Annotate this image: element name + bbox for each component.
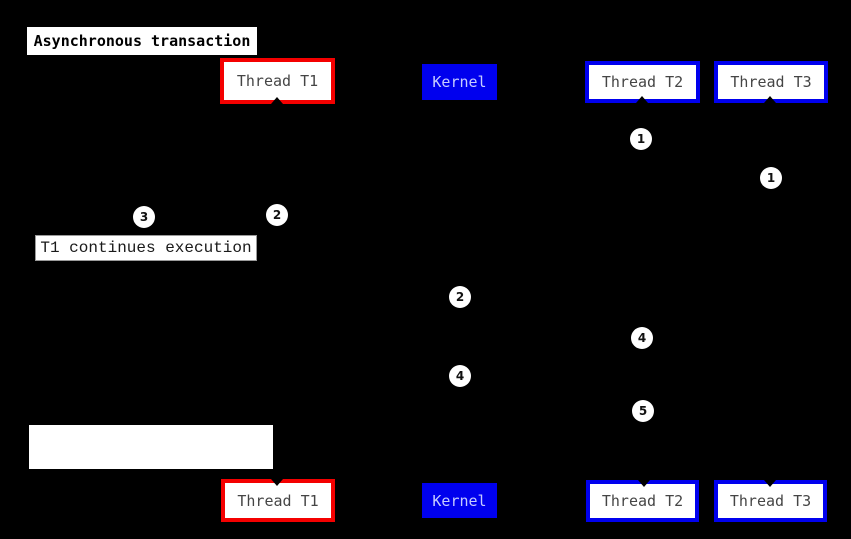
participant-label: Thread T1	[237, 491, 319, 510]
participant-thread-t1-top: Thread T1	[220, 58, 335, 104]
sequence-marker-4-t2: 4	[631, 327, 653, 349]
lifeline-notch	[638, 480, 650, 487]
participant-label: Thread T2	[601, 73, 684, 91]
lifeline-notch	[764, 480, 776, 487]
sequence-marker-2-kernel: 2	[449, 286, 471, 308]
lifeline-notch	[271, 97, 283, 104]
participant-label: Thread T2	[601, 492, 684, 510]
participant-label: Kernel	[432, 491, 487, 510]
note-empty	[29, 425, 273, 469]
participant-kernel-bottom: Kernel	[422, 483, 497, 518]
participant-label: Kernel	[432, 73, 487, 91]
lifeline-notch	[764, 96, 776, 103]
participant-label: Thread T3	[729, 492, 812, 510]
diagram-title: Asynchronous transaction	[27, 27, 257, 55]
lifeline-notch	[271, 479, 283, 486]
sequence-marker-1-t3: 1	[760, 167, 782, 189]
sequence-marker-2-t1: 2	[266, 204, 288, 226]
participant-label: Thread T3	[730, 73, 812, 91]
sequence-marker-3: 3	[133, 206, 155, 228]
lifeline-notch	[636, 96, 648, 103]
participant-kernel-top: Kernel	[422, 64, 497, 100]
sequence-marker-1-t2: 1	[630, 128, 652, 150]
sequence-marker-5-t2: 5	[632, 400, 654, 422]
sequence-marker-4-kernel: 4	[449, 365, 471, 387]
note-t1-continues-execution: T1 continues execution	[35, 235, 257, 261]
participant-label: Thread T1	[236, 72, 319, 90]
